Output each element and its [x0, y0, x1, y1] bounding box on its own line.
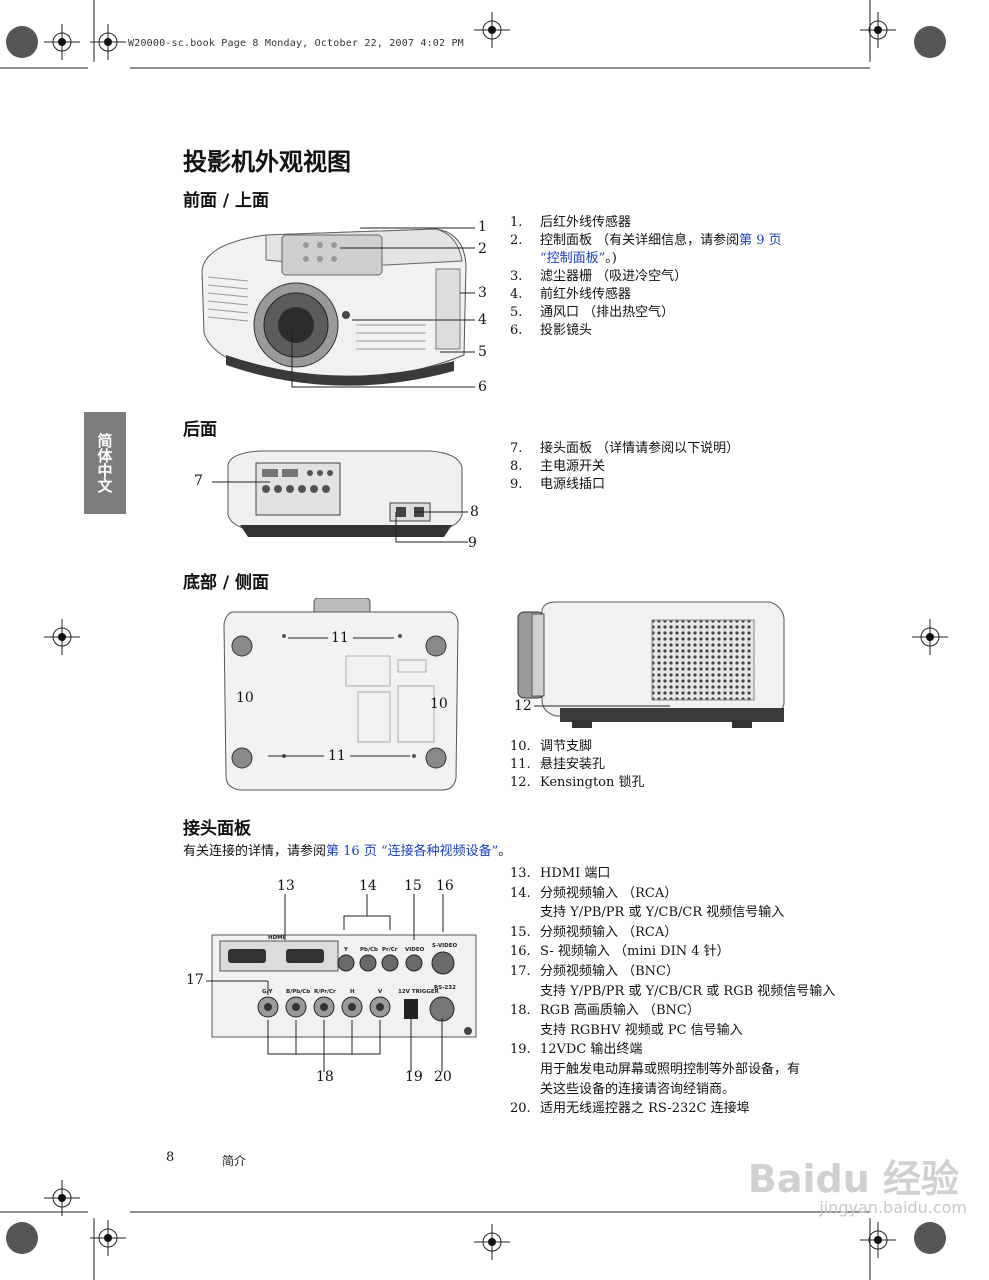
callout-14: 14 [359, 878, 377, 894]
list-item: 20.适用无线遥控器之 RS-232C 连接埠 [510, 1101, 750, 1117]
callout-16: 16 [436, 878, 454, 894]
callout-15: 15 [404, 878, 422, 894]
list-item: 8.主电源开关 [510, 459, 606, 474]
list-item: 17.分频视频输入 （BNC）支持 Y/PB/PR 或 Y/CB/CR 或 RG… [510, 963, 836, 999]
front-callout-lines [291, 227, 475, 388]
list-item: 4.前红外线传感器 [510, 287, 632, 302]
list-item: 16.S- 视频输入 （mini DIN 4 针） [510, 944, 730, 960]
panel-label: RS-232 [434, 985, 456, 991]
watermark-url: jingyan.baidu.com [819, 1198, 967, 1217]
rear-parts-list: 7.接头面板 （详情请参阅以下说明） 8.主电源开关 9.电源线插口 [510, 440, 830, 494]
list-item: 18.RGB 高画质输入 （BNC）支持 RGBHV 视频或 PC 信号输入 [510, 1003, 743, 1038]
bottom-parts-list: 10.调节支脚 11.悬挂安装孔 12.Kensington 锁孔 [510, 738, 830, 792]
connector-list: 13.HDMI 端口 14.分频视频输入 （RCA）支持 Y/PB/PR 或 Y… [510, 864, 850, 1119]
callout-4: 4 [478, 312, 487, 328]
callout-2: 2 [478, 241, 487, 257]
list-item: 14.分频视频输入 （RCA）支持 Y/PB/PR 或 Y/CB/CR 视频信号… [510, 885, 785, 921]
page-9-link[interactable]: 第 9 页 [739, 233, 782, 248]
bottom-side-heading: 底部 / 侧面 [183, 573, 270, 593]
callout-7: 7 [194, 473, 203, 489]
callout-1: 1 [478, 219, 487, 235]
callout-18: 18 [316, 1069, 334, 1085]
list-item: 12.Kensington 锁孔 [510, 775, 645, 790]
list-item: 2. 控制面板 （有关详细信息，请参阅第 9 页 “控制面板”。) [510, 233, 782, 266]
callout-5: 5 [478, 344, 487, 360]
language-tab: 简体中文 [84, 412, 126, 514]
list-item: 9.电源线插口 [510, 477, 606, 492]
panel-label: R/Pr/Cr [314, 989, 336, 995]
list-item: 19.12VDC 输出终端用于触发电动屏幕或照明控制等外部设备，有关这些设备的连… [510, 1042, 801, 1097]
connector-panel-illustration: HDMI Y Pb/Cb Pr/Cr VIDEO S-VIDEO G/Y B/P… [211, 934, 477, 1038]
side-callout-line [534, 705, 670, 707]
callout-10-left: 10 [236, 690, 254, 706]
rear-projector-illustration [227, 450, 463, 537]
list-item: 13.HDMI 端口 [510, 866, 611, 881]
callout-6: 6 [478, 379, 487, 395]
connector-panel-heading: 接头面板 [183, 819, 251, 839]
list-item: 6.投影镜头 [510, 323, 593, 338]
bottom-projector-illustration [223, 598, 459, 791]
callout-12: 12 [514, 698, 532, 714]
rear-heading: 后面 [183, 420, 217, 440]
panel-label: 12V TRIGGER [398, 989, 440, 995]
panel-label: HDMI [268, 935, 285, 941]
side-projector-illustration [517, 601, 785, 728]
panel-label: Pb/Cb [360, 947, 378, 953]
callout-20: 20 [434, 1069, 452, 1085]
list-item: 11.悬挂安装孔 [510, 757, 606, 772]
callout-3: 3 [478, 285, 487, 301]
callout-8: 8 [470, 504, 479, 520]
list-item: 10.调节支脚 [510, 739, 593, 754]
watermark-brand: Baidu 经验 [747, 1157, 959, 1201]
page-number: 8 [166, 1150, 175, 1165]
front-parts-list: 1.后红外线传感器 2. 控制面板 （有关详细信息，请参阅第 9 页 “控制面板… [510, 214, 830, 340]
bottom-callout-lines [268, 637, 410, 757]
list-item: 1.后红外线传感器 [510, 215, 632, 230]
rear-callout-lines [212, 481, 468, 543]
connection-note: 有关连接的详情，请参阅第 16 页 “连接各种视频设备”。 [183, 844, 512, 859]
file-info-header: W20000-sc.book Page 8 Monday, October 22… [128, 38, 464, 49]
control-panel-link[interactable]: “控制面板” [540, 251, 606, 266]
panel-label: V [378, 989, 383, 995]
page-16-link[interactable]: 第 16 页 “连接各种视频设备” [326, 844, 499, 859]
panel-label: H [350, 989, 355, 995]
callout-11-top: 11 [331, 630, 349, 646]
callout-10-right: 10 [430, 696, 448, 712]
front-top-heading: 前面 / 上面 [183, 191, 270, 211]
callout-17: 17 [186, 972, 204, 988]
front-projector-illustration [201, 228, 467, 386]
panel-label: Y [343, 947, 349, 953]
callout-11-bottom: 11 [328, 748, 346, 764]
list-item: 3.滤尘器栅 （吸进冷空气） [510, 269, 688, 284]
callout-19: 19 [405, 1069, 423, 1085]
connector-callout-lines [206, 894, 444, 1072]
list-item: 5.通风口 （排出热空气） [510, 305, 675, 320]
panel-label: Pr/Cr [382, 947, 398, 953]
page-title: 投影机外观视图 [183, 148, 351, 176]
list-item: 7.接头面板 （详情请参阅以下说明） [510, 441, 740, 456]
panel-label: S-VIDEO [432, 943, 457, 949]
footer-section: 简介 [222, 1154, 247, 1168]
panel-label: VIDEO [405, 947, 425, 953]
list-item: 15.分频视频输入 （RCA） [510, 924, 678, 940]
callout-9: 9 [468, 535, 477, 551]
panel-label: B/Pb/Cb [286, 989, 310, 995]
callout-13: 13 [277, 878, 295, 894]
